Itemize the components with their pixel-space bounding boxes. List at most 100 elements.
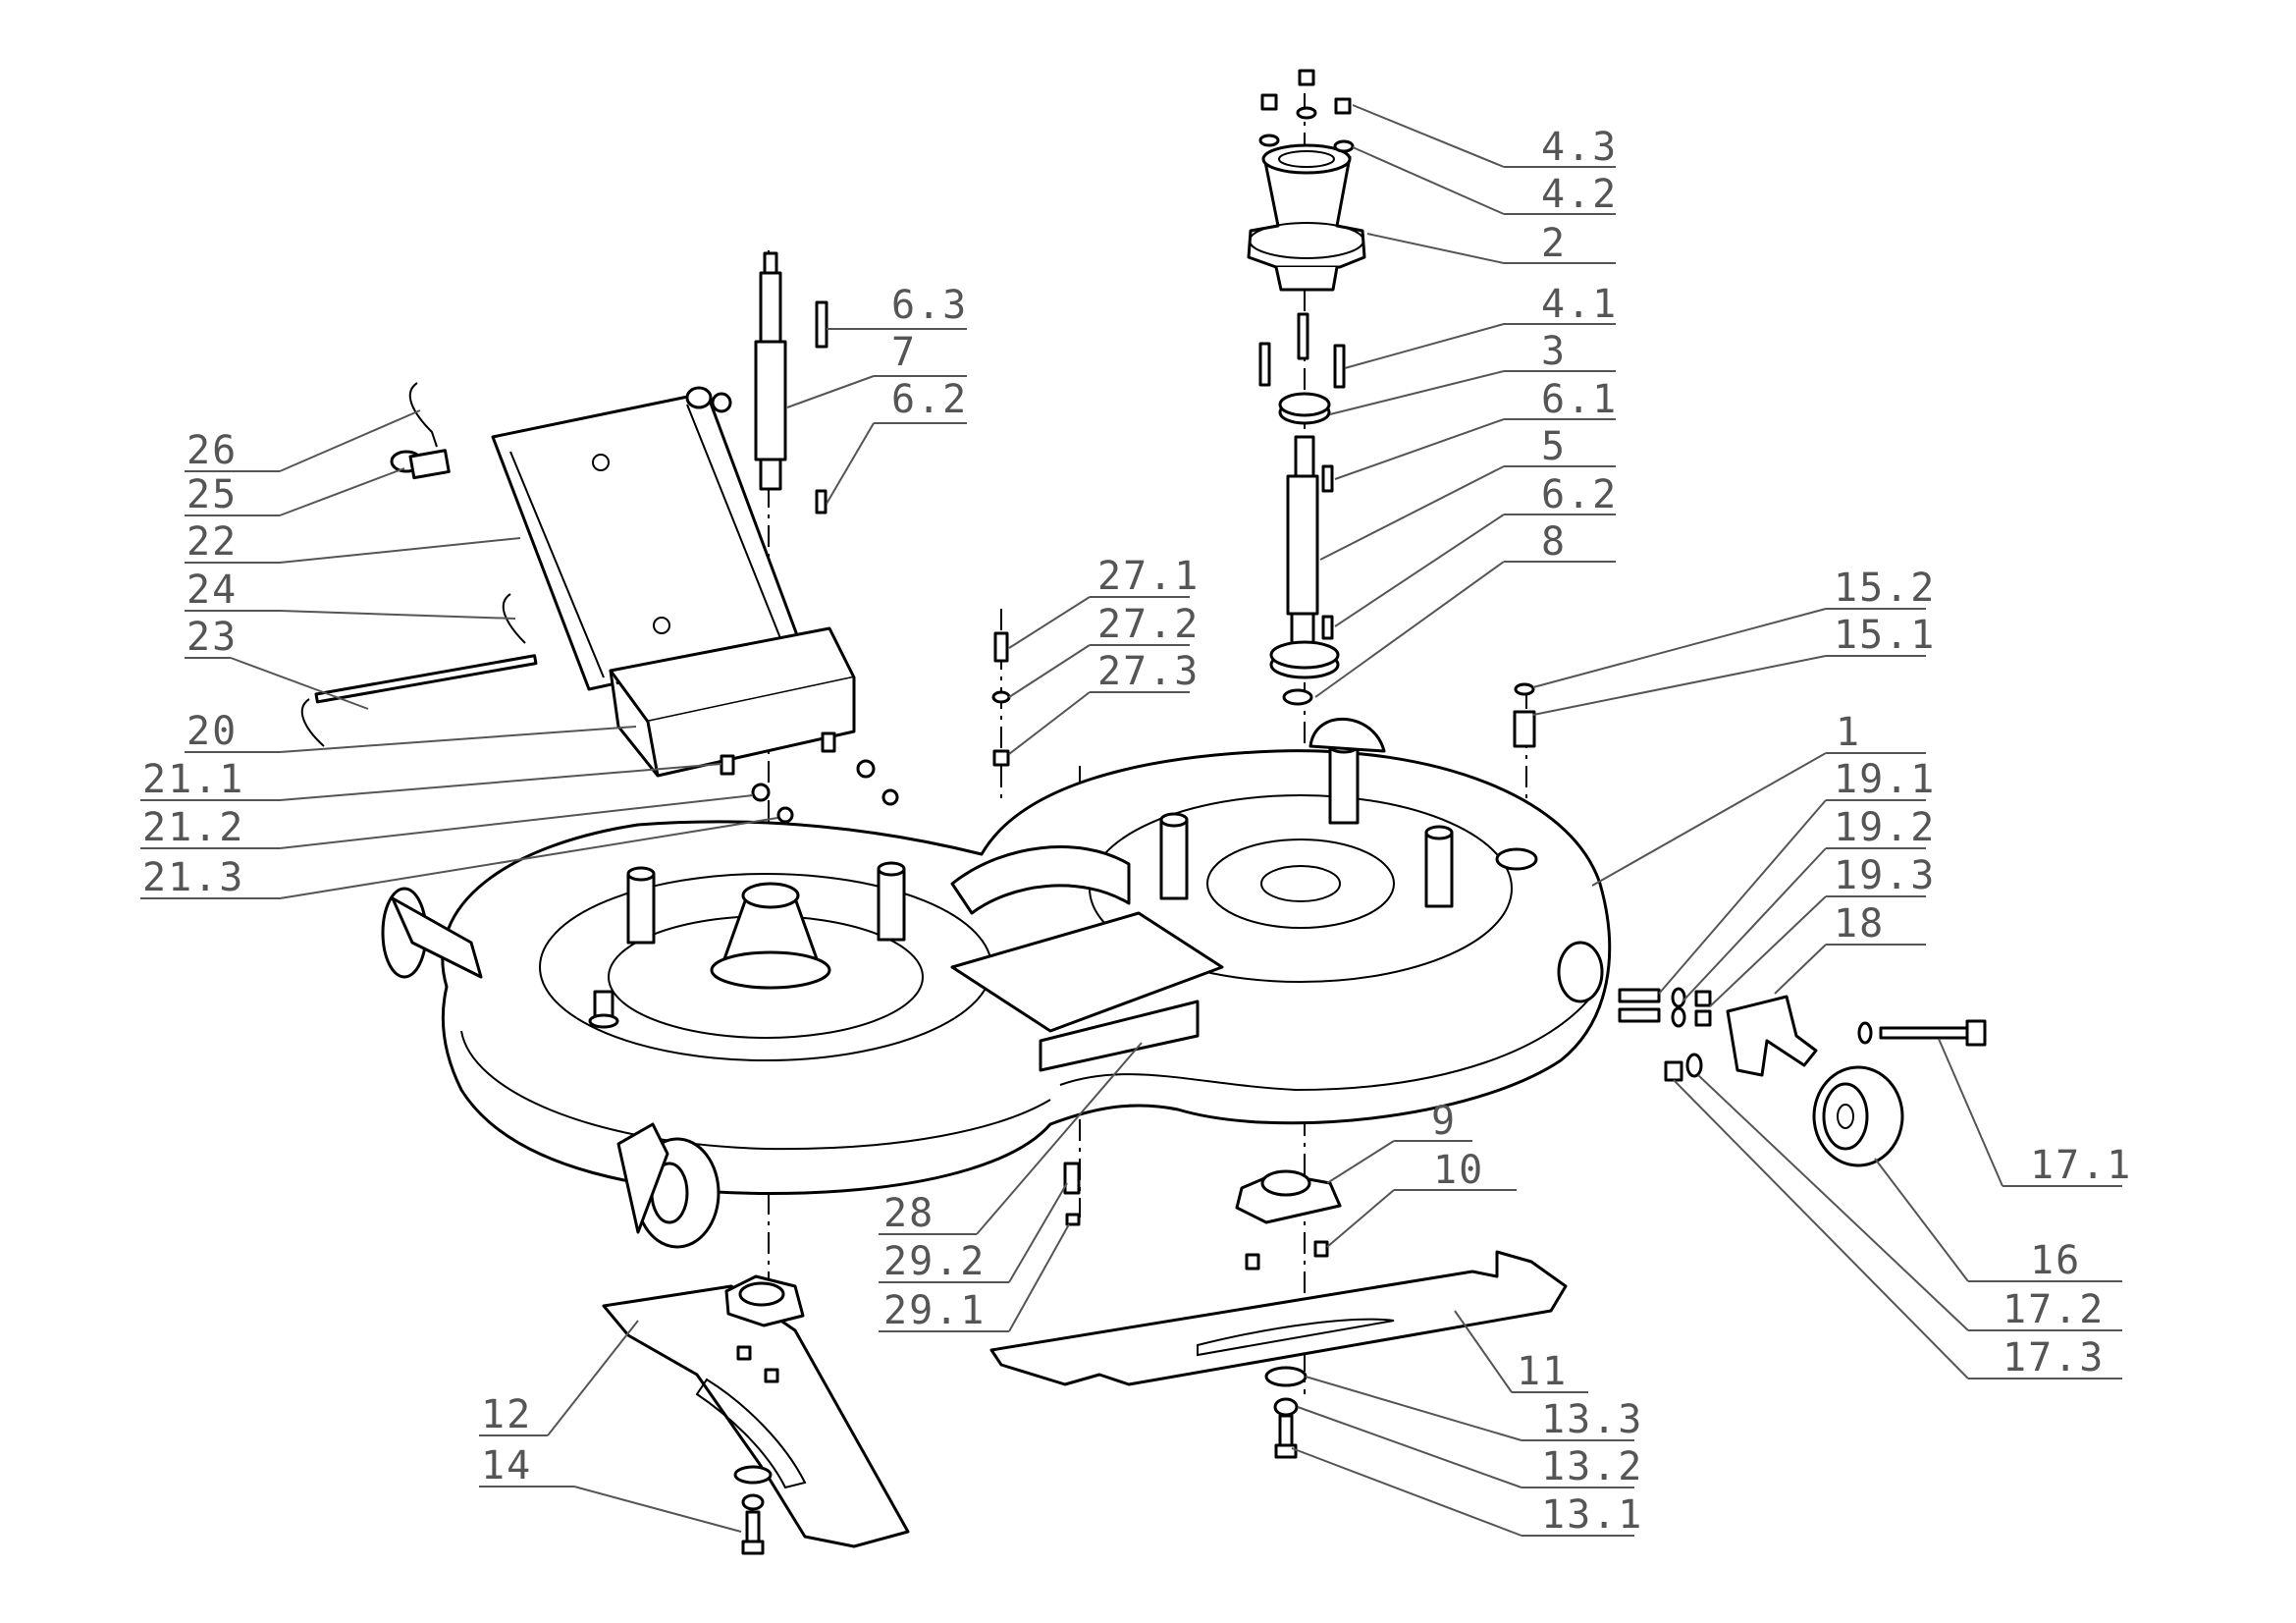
callout-1: 1 xyxy=(1591,710,1926,887)
callout-6-2-left: 6.2 xyxy=(826,377,968,505)
label-19-1: 19.1 xyxy=(1834,757,1936,802)
bolts-10 xyxy=(1245,1240,1329,1271)
label-22: 22 xyxy=(187,519,238,565)
label-21-1: 21.1 xyxy=(142,757,244,802)
label-21-2: 21.2 xyxy=(142,805,244,850)
label-23: 23 xyxy=(187,615,238,660)
bolt-29 xyxy=(1063,1162,1081,1226)
spindle-housing-icon xyxy=(1247,143,1366,292)
label-7: 7 xyxy=(891,330,917,375)
front-left-wheel-icon xyxy=(616,1122,721,1249)
fitting-15 xyxy=(1513,682,1536,748)
callout-21-3: 21.3 xyxy=(140,817,778,900)
callout-21-1: 21.1 xyxy=(140,757,722,802)
label-6-2-right: 6.2 xyxy=(1541,472,1618,517)
blade-adapter-9 xyxy=(1235,1169,1342,1224)
pins-rod-23 xyxy=(300,382,538,747)
callout-23: 23 xyxy=(185,615,369,710)
label-24: 24 xyxy=(187,568,238,613)
washer-nut-set-right xyxy=(1618,987,1712,1082)
label-19-2: 19.2 xyxy=(1834,805,1936,850)
washers-21 xyxy=(720,731,899,824)
label-4-3: 4.3 xyxy=(1541,125,1618,170)
label-1: 1 xyxy=(1836,710,1861,755)
callout-10: 10 xyxy=(1326,1148,1517,1248)
blade-icon xyxy=(989,1250,1568,1386)
label-8: 8 xyxy=(1541,519,1567,565)
label-5: 5 xyxy=(1541,424,1567,469)
label-15-1: 15.1 xyxy=(1834,613,1936,658)
shaft-7 xyxy=(754,251,787,491)
label-6-1: 6.1 xyxy=(1541,377,1618,422)
label-3: 3 xyxy=(1541,329,1567,374)
callout-14: 14 xyxy=(479,1443,742,1533)
callout-4-1: 4.1 xyxy=(1344,282,1618,369)
keys-left xyxy=(815,300,828,514)
bracket-20 xyxy=(609,626,856,778)
callout-8: 8 xyxy=(1314,519,1616,698)
label-18: 18 xyxy=(1834,901,1885,947)
label-17-1: 17.1 xyxy=(2030,1143,2132,1188)
callout-3: 3 xyxy=(1329,329,1616,415)
callout-12: 12 xyxy=(479,1320,639,1437)
callout-2: 2 xyxy=(1366,221,1616,266)
callout-25: 25 xyxy=(185,467,405,517)
callout-18: 18 xyxy=(1774,901,1926,995)
label-13-2: 13.2 xyxy=(1541,1444,1643,1489)
label-26: 26 xyxy=(187,428,238,473)
label-13-3: 13.3 xyxy=(1541,1397,1643,1442)
callout-16: 16 xyxy=(1874,1158,2122,1283)
callout-19-1: 19.1 xyxy=(1658,757,1936,995)
callout-26: 26 xyxy=(185,409,421,473)
callout-27-1: 27.1 xyxy=(1008,554,1200,649)
label-29-1: 29.1 xyxy=(883,1288,986,1333)
label-17-3: 17.3 xyxy=(2002,1335,2105,1380)
callout-29-2: 29.2 xyxy=(879,1182,1068,1284)
label-27-1: 27.1 xyxy=(1097,554,1200,599)
callout-15-2: 15.2 xyxy=(1532,566,1934,688)
callout-13-1: 13.1 xyxy=(1291,1447,1643,1538)
blade-bolt-14 xyxy=(733,1345,779,1555)
keys-right xyxy=(1321,464,1334,640)
callout-21-2: 21.2 xyxy=(140,794,754,850)
label-6-2-left: 6.2 xyxy=(891,377,968,422)
rear-left-wheel-icon xyxy=(381,887,483,979)
callout-17-1: 17.1 xyxy=(1938,1038,2132,1188)
label-16: 16 xyxy=(2030,1238,2081,1283)
callout-6-1: 6.1 xyxy=(1334,377,1618,480)
label-19-3: 19.3 xyxy=(1834,853,1936,898)
label-28: 28 xyxy=(883,1191,934,1236)
bolt-27 xyxy=(991,631,1011,767)
callout-6-2-right: 6.2 xyxy=(1334,472,1618,627)
callout-17-2: 17.2 xyxy=(1697,1074,2122,1332)
callout-4-2: 4.2 xyxy=(1352,146,1618,217)
drawing xyxy=(300,69,1987,1555)
callout-17-3: 17.3 xyxy=(1673,1079,2122,1380)
wheel-bolt-icon xyxy=(1857,1019,1987,1047)
callout-6-3: 6.3 xyxy=(827,283,968,330)
label-6-3: 6.3 xyxy=(891,283,968,328)
label-13-1: 13.1 xyxy=(1541,1492,1643,1538)
label-12: 12 xyxy=(481,1392,532,1437)
label-4-1: 4.1 xyxy=(1541,282,1618,327)
spacer-8 xyxy=(1269,640,1340,706)
callout-13-2: 13.2 xyxy=(1297,1406,1643,1489)
spindle-nuts-top xyxy=(1258,69,1355,153)
fitting-left xyxy=(588,990,619,1029)
callout-4-3: 4.3 xyxy=(1352,104,1618,170)
callout-20: 20 xyxy=(185,709,637,754)
callout-7: 7 xyxy=(786,330,967,408)
callout-19-3: 19.3 xyxy=(1709,853,1936,1007)
label-10: 10 xyxy=(1433,1148,1484,1193)
callout-29-1: 29.1 xyxy=(879,1223,1070,1333)
label-27-3: 27.3 xyxy=(1097,649,1200,694)
callouts: 4.3 4.2 2 4.1 3 6.1 xyxy=(140,104,2132,1538)
label-4-2: 4.2 xyxy=(1541,172,1618,217)
callout-5: 5 xyxy=(1319,424,1616,561)
label-17-2: 17.2 xyxy=(2002,1287,2105,1332)
callout-13-3: 13.3 xyxy=(1305,1376,1643,1442)
label-21-3: 21.3 xyxy=(142,855,244,900)
callout-24: 24 xyxy=(185,568,516,620)
callout-15-1: 15.1 xyxy=(1532,613,1936,716)
